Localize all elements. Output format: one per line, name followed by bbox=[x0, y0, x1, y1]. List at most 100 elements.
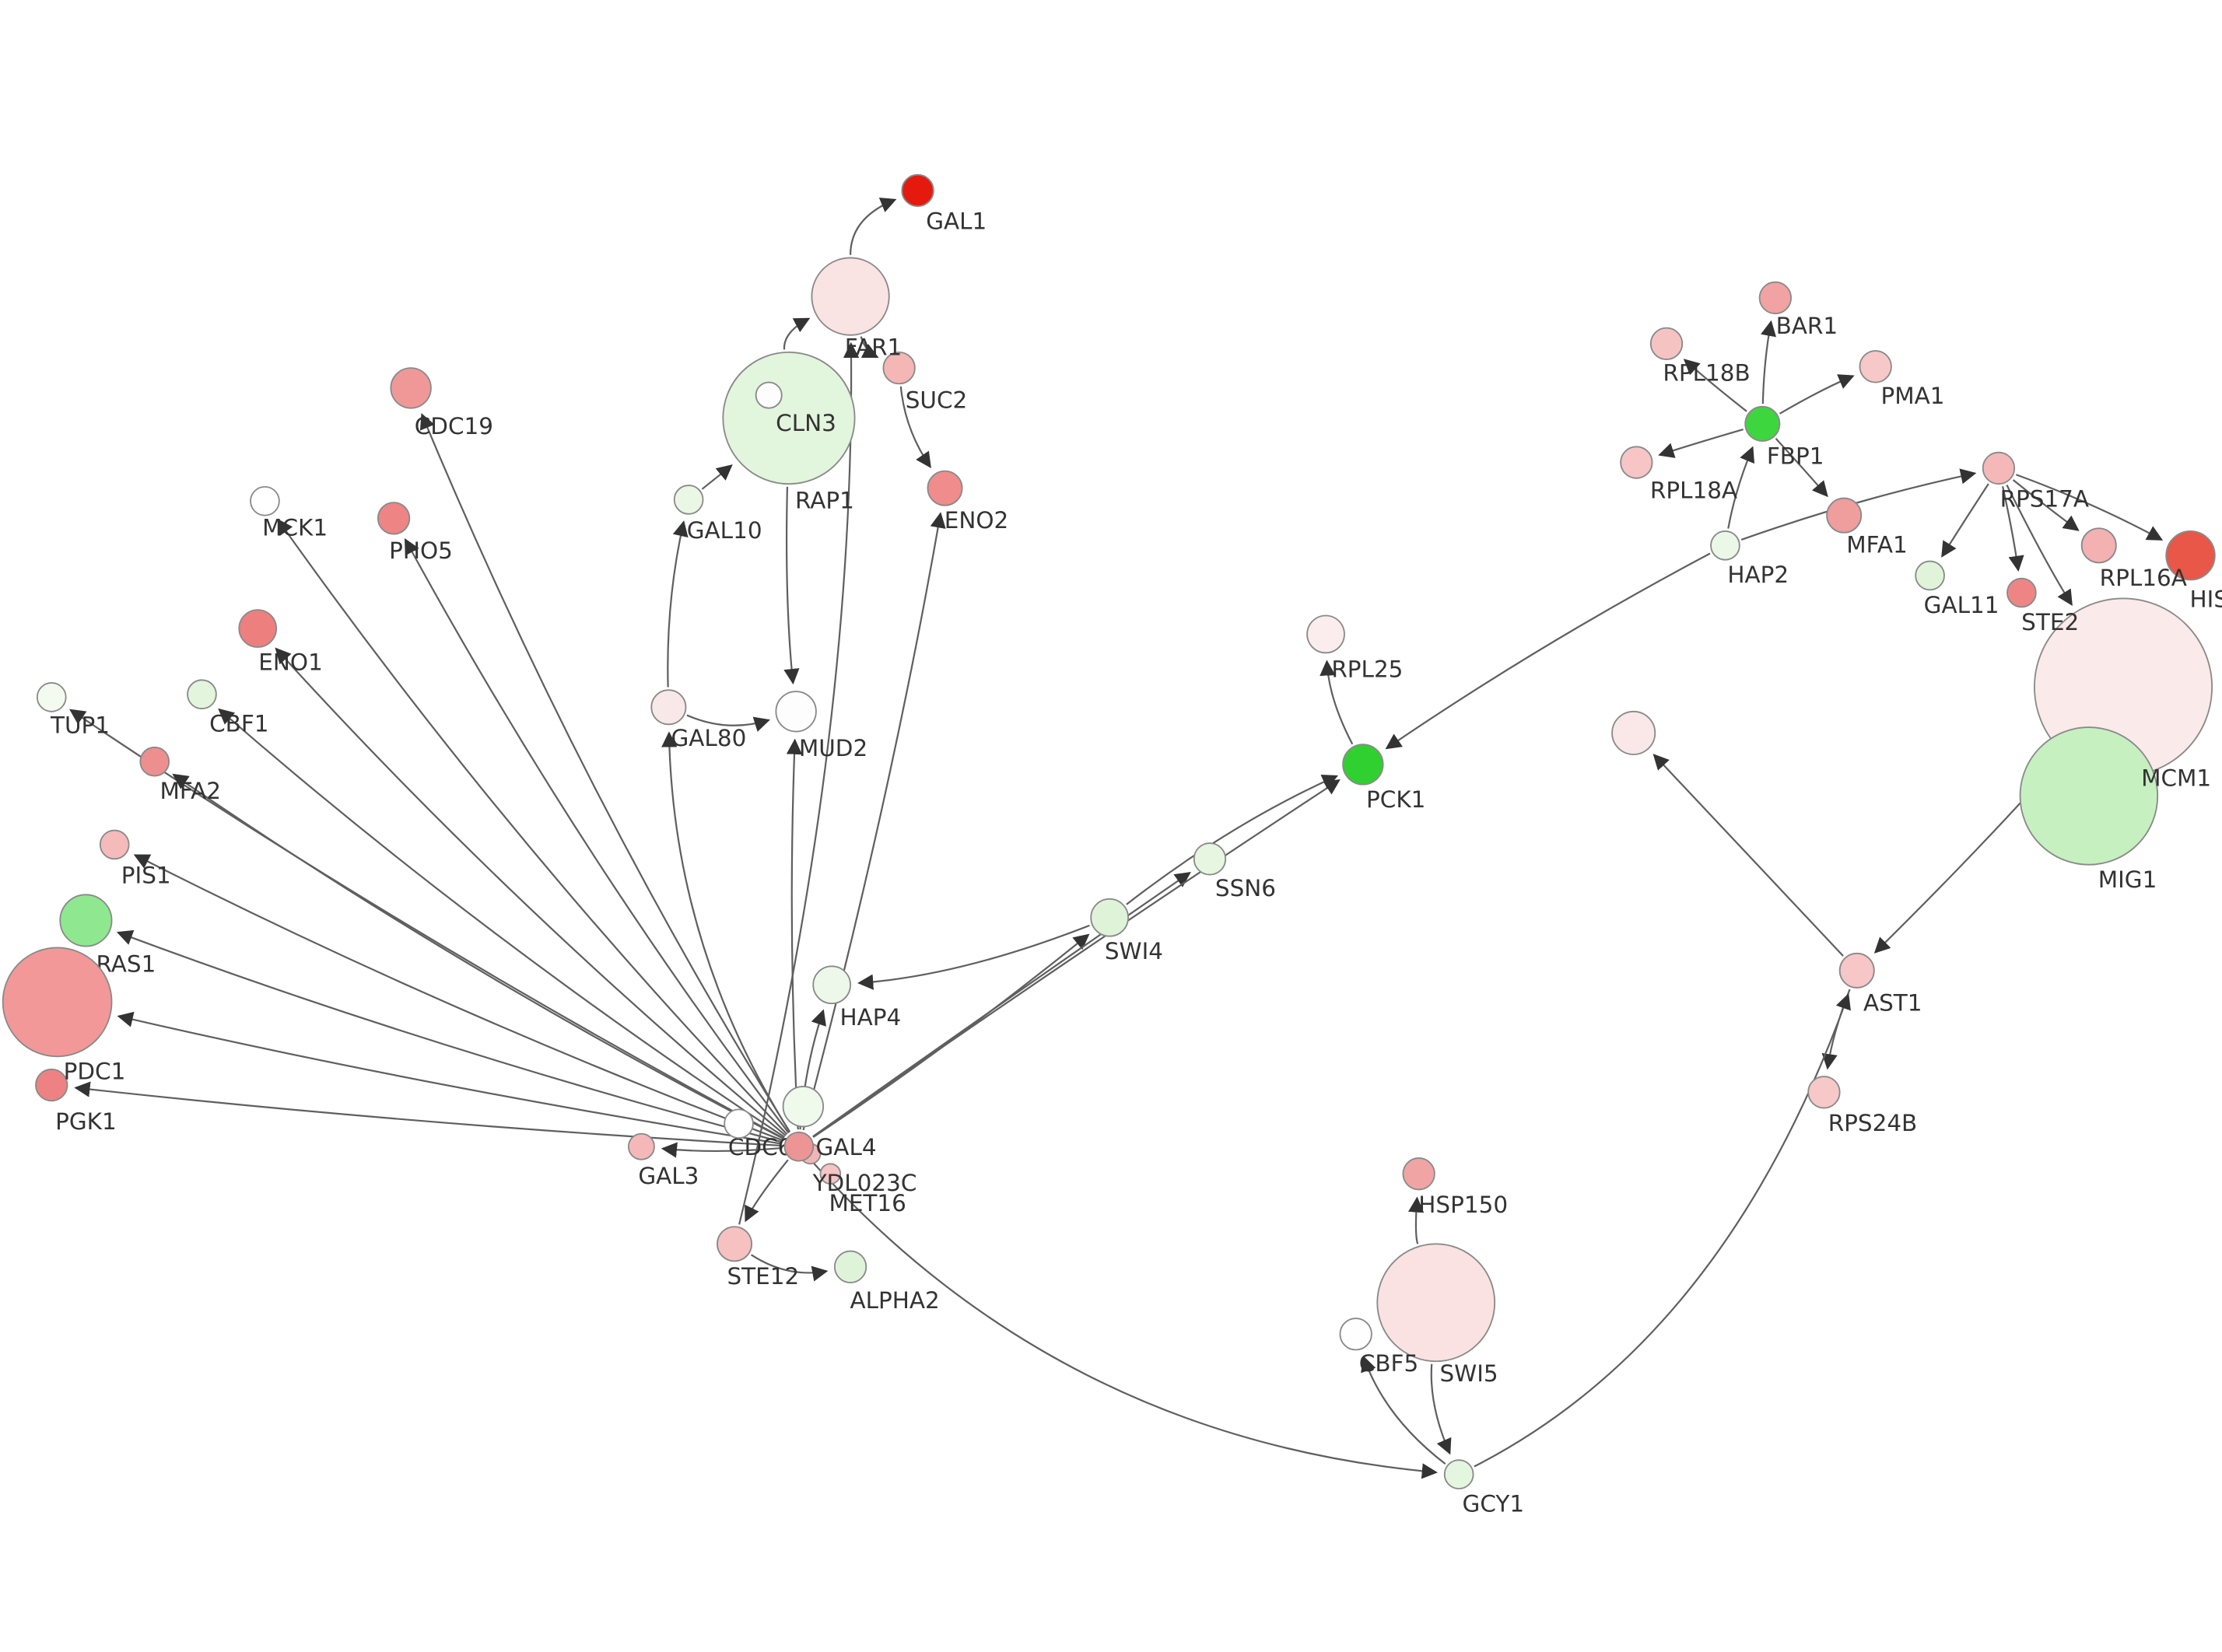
edge-SWI5-GCY1[interactable] bbox=[1430, 1363, 1452, 1455]
node-GAL3[interactable] bbox=[627, 1132, 655, 1160]
node-CBF5[interactable] bbox=[1339, 1318, 1372, 1351]
node-HAP2[interactable] bbox=[1710, 530, 1740, 561]
edge-GAL4-PHO5[interactable] bbox=[404, 537, 790, 1134]
node-PCK1[interactable] bbox=[1342, 744, 1384, 786]
node-RPS17A[interactable] bbox=[1982, 451, 2016, 485]
node-RPL18B[interactable] bbox=[1649, 327, 1684, 361]
edge-GCY1-AST1[interactable] bbox=[1474, 993, 1851, 1468]
edge-HAP2-FBP1[interactable] bbox=[1727, 446, 1755, 529]
node-GAL4[interactable] bbox=[783, 1131, 815, 1162]
edge-FBP1-BAR1[interactable] bbox=[1761, 320, 1777, 404]
node-CDC6[interactable] bbox=[724, 1108, 754, 1139]
node-SWI5[interactable] bbox=[1376, 1243, 1496, 1363]
node-BAR1[interactable] bbox=[1758, 281, 1793, 315]
edge-STE12-ALPHA2[interactable] bbox=[750, 1254, 829, 1282]
edge-GAL4-STE12[interactable] bbox=[745, 1159, 789, 1223]
node-FAR1[interactable] bbox=[811, 257, 890, 336]
node-ALPHA2[interactable] bbox=[833, 1250, 867, 1283]
node-MFA1[interactable] bbox=[1826, 497, 1863, 534]
edge-FAR1-SUC2[interactable] bbox=[860, 336, 879, 359]
edge-RPS17A-STE2[interactable] bbox=[2002, 486, 2024, 572]
edge-SWI5-HSP150[interactable] bbox=[1408, 1196, 1425, 1244]
edge-PCK1-RPL25[interactable] bbox=[1320, 660, 1354, 745]
node-HAP4[interactable] bbox=[812, 965, 852, 1005]
node-SUC2[interactable] bbox=[882, 351, 916, 385]
node-PIS1[interactable] bbox=[99, 829, 130, 860]
node-RPL16A[interactable] bbox=[2080, 527, 2117, 564]
node-STE2[interactable] bbox=[2006, 577, 2037, 608]
node-GAL1[interactable] bbox=[901, 173, 934, 208]
edge-FBP1-MFA1[interactable] bbox=[1775, 438, 1828, 498]
edge-SWI4-HAP4[interactable] bbox=[857, 924, 1090, 990]
node-MET16[interactable] bbox=[819, 1163, 842, 1185]
node-CLN3[interactable] bbox=[755, 381, 783, 409]
node-FBP1[interactable] bbox=[1744, 405, 1781, 442]
node-ENO2[interactable] bbox=[927, 470, 963, 506]
node-TUP1[interactable] bbox=[36, 682, 67, 712]
node-SWI4[interactable] bbox=[1090, 898, 1130, 937]
edge-GAL4-PCK1[interactable] bbox=[812, 779, 1341, 1138]
edge-GAL4-MUD2[interactable] bbox=[786, 738, 803, 1130]
edge-RAP1-MUD2[interactable] bbox=[783, 486, 800, 685]
node-RPS24B[interactable] bbox=[1807, 1076, 1841, 1109]
node-MFA2[interactable] bbox=[139, 746, 170, 777]
edge-GAL4-PGK1[interactable] bbox=[74, 1081, 782, 1147]
node-RPL25[interactable] bbox=[1306, 614, 1345, 654]
node-AST1[interactable] bbox=[1838, 952, 1875, 989]
node-CDC19[interactable] bbox=[390, 367, 432, 409]
edge-SWI4-PCK1[interactable] bbox=[1126, 774, 1339, 905]
edge-AST1-NODE_X[interactable] bbox=[1652, 754, 1844, 957]
edge-STE12-FAR1[interactable] bbox=[738, 341, 860, 1225]
edge-GCY1-CBF5[interactable] bbox=[1361, 1355, 1446, 1465]
node-HSP150[interactable] bbox=[1402, 1157, 1435, 1191]
node-PGK1[interactable] bbox=[35, 1068, 68, 1102]
edge-GAL4-TUP1[interactable] bbox=[69, 709, 784, 1139]
node-GAL11[interactable] bbox=[1915, 560, 1945, 591]
edge-GAL4-GAL80[interactable] bbox=[661, 731, 790, 1133]
edge-GAL4-ENO1[interactable] bbox=[275, 647, 787, 1136]
node-MIG1[interactable] bbox=[2019, 726, 2159, 866]
edge-RPS17A-MCM1[interactable] bbox=[2006, 484, 2073, 607]
edge-GAL4-CDC19[interactable] bbox=[419, 413, 791, 1133]
node-SSN6[interactable] bbox=[1193, 842, 1227, 876]
edge-HAP2-RPS17A[interactable] bbox=[1740, 468, 1977, 541]
edge-FAR1-GAL1[interactable] bbox=[849, 198, 897, 255]
edge-GAL10-RAP1[interactable] bbox=[701, 464, 733, 490]
node-STE12[interactable] bbox=[717, 1226, 753, 1262]
edge-GAL4-PIS1[interactable] bbox=[133, 854, 783, 1142]
node-GAL80[interactable] bbox=[650, 689, 687, 726]
edge-RAP1-FAR1[interactable] bbox=[783, 317, 811, 350]
node-GAL10[interactable] bbox=[673, 485, 704, 515]
node-GCY1[interactable] bbox=[1443, 1459, 1474, 1489]
edge-FBP1-PMA1[interactable] bbox=[1779, 374, 1855, 415]
edge-GAL4-PDC1[interactable] bbox=[117, 1011, 783, 1145]
node-PHO5[interactable] bbox=[377, 502, 411, 535]
edge-GAL4-GAL3[interactable] bbox=[661, 1142, 782, 1158]
node-PDC1[interactable] bbox=[2, 947, 113, 1058]
node-MCK1[interactable] bbox=[250, 485, 280, 516]
edge-RPS17A-GAL11[interactable] bbox=[1941, 483, 1989, 558]
node-NODE_A[interactable] bbox=[782, 1085, 825, 1128]
node-ENO1[interactable] bbox=[238, 609, 278, 648]
edge-SUC2-ENO2[interactable] bbox=[899, 386, 931, 468]
edge-GAL4-RAS1[interactable] bbox=[116, 929, 783, 1143]
edge-GAL80-GAL10[interactable] bbox=[667, 520, 689, 688]
edge-HAP2-PCK1[interactable] bbox=[1385, 552, 1711, 750]
node-CBF1[interactable] bbox=[187, 679, 217, 710]
node-RPL18A[interactable] bbox=[1620, 446, 1653, 479]
node-PMA1[interactable] bbox=[1859, 350, 1892, 383]
edge-GAL4-GCY1[interactable] bbox=[809, 1159, 1438, 1479]
node-HIS4[interactable] bbox=[2165, 530, 2216, 581]
edge-FBP1-RPL18A[interactable] bbox=[1658, 429, 1744, 458]
edge-RPS17A-RPL16A[interactable] bbox=[2012, 479, 2080, 531]
edge-GAL80-MUD2[interactable] bbox=[686, 714, 770, 732]
edge-FBP1-RPL18B[interactable] bbox=[1683, 359, 1747, 412]
edge-GAL4-CBF1[interactable] bbox=[218, 708, 786, 1138]
node-RAS1[interactable] bbox=[59, 894, 113, 947]
edge-GAL4-ENO2[interactable] bbox=[802, 512, 946, 1131]
node-RAP1[interactable] bbox=[722, 351, 856, 485]
edge-GAL4-MFA2[interactable] bbox=[172, 773, 784, 1140]
node-MUD2[interactable] bbox=[775, 691, 817, 733]
